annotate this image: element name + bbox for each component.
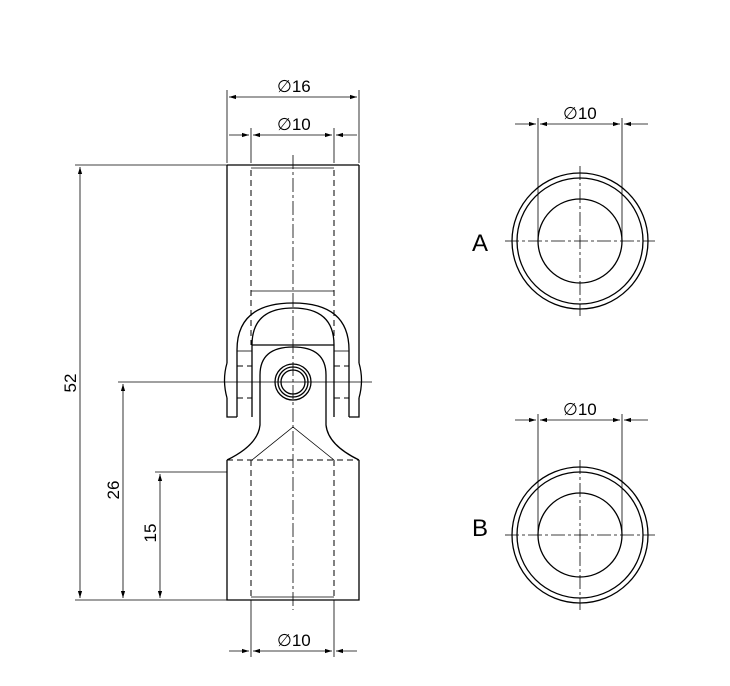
dim-overall-length: 52 — [61, 374, 80, 393]
dim-pivot-height: 26 — [104, 481, 123, 500]
view-label-a: A — [472, 230, 488, 257]
dim-top-bore: ∅10 — [277, 115, 311, 134]
dim-bottom-bore: ∅10 — [277, 631, 311, 650]
end-view-a: ∅10 A — [472, 104, 655, 316]
dim-lower-bore-depth: 15 — [141, 524, 160, 543]
view-label-b: B — [472, 515, 488, 542]
universal-joint-side-view — [118, 155, 372, 610]
dimensions-main: 52 26 15 ∅16 ∅10 ∅10 — [61, 77, 360, 657]
dim-outer-diameter: ∅16 — [277, 77, 311, 96]
end-view-b: ∅10 B — [472, 400, 655, 610]
dim-bore-b: ∅10 — [563, 400, 597, 419]
dim-bore-a: ∅10 — [563, 104, 597, 123]
